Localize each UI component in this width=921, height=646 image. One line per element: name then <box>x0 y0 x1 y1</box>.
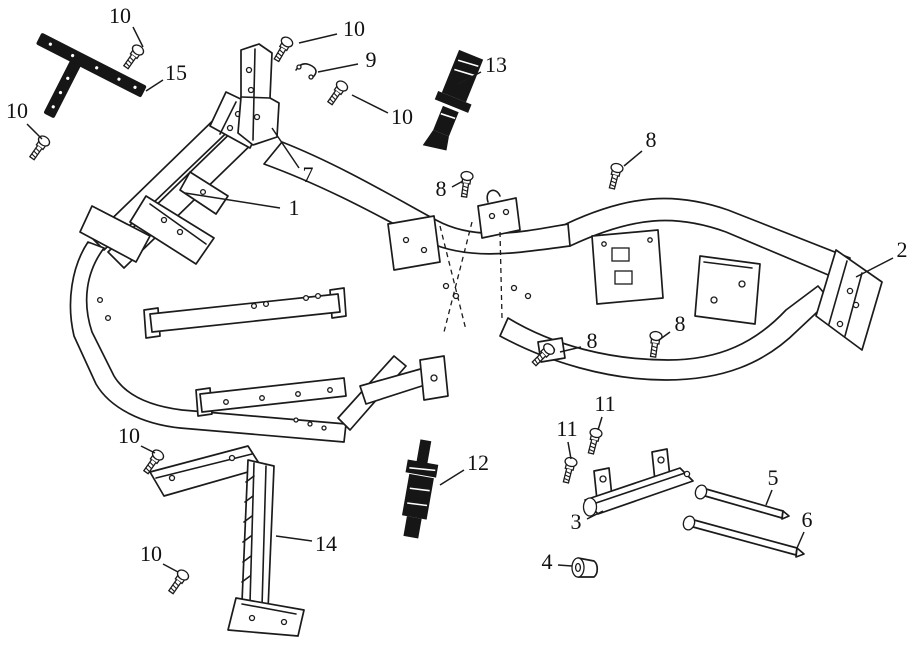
leader-line <box>623 150 643 167</box>
bracket-3 <box>582 448 694 517</box>
leader-line <box>586 510 604 520</box>
part-label-12-16: 12 <box>467 450 489 475</box>
crossmember-upper <box>143 287 347 339</box>
leader-line <box>796 531 805 549</box>
main-frame <box>69 91 883 443</box>
bolt-10-icon <box>120 42 147 72</box>
leader-line <box>145 79 164 92</box>
leader-line <box>132 26 144 48</box>
leader-line <box>567 441 572 460</box>
part-label-8-13: 8 <box>675 311 686 336</box>
part-label-10-23: 10 <box>140 541 162 566</box>
leader-line <box>597 416 603 431</box>
bolt-8-icon <box>646 330 664 359</box>
seat-bracket <box>477 189 521 239</box>
leader-line <box>658 331 671 341</box>
part-label-13-6: 13 <box>485 52 507 77</box>
bracket-15 <box>36 33 147 118</box>
bolt-5 <box>694 484 790 520</box>
part-label-4-19: 4 <box>542 549 553 574</box>
rear-lower-rail <box>499 285 831 381</box>
bolt-8-icon <box>457 170 475 199</box>
cradle-tube <box>69 241 347 443</box>
part-label-8-9: 8 <box>646 127 657 152</box>
bolt-10-icon <box>324 78 351 108</box>
part-label-9-3: 9 <box>366 47 377 72</box>
rear-end-plate <box>815 249 883 351</box>
part-label-10-0: 10 <box>109 3 131 28</box>
footpeg-arm <box>359 355 449 405</box>
part-label-10-17: 10 <box>118 423 140 448</box>
leader-line <box>559 346 582 353</box>
leader-line <box>298 33 338 44</box>
part-label-1-10: 1 <box>289 195 300 220</box>
bolt-8-icon <box>605 161 625 191</box>
bracket-14 <box>149 445 305 637</box>
leader-line <box>317 63 359 73</box>
part-label-3-18: 3 <box>571 509 582 534</box>
part-label-14-22: 14 <box>315 531 337 556</box>
leader-line <box>439 469 465 486</box>
leader-line <box>162 563 179 573</box>
leader-line <box>765 489 773 506</box>
damper-13 <box>422 49 484 151</box>
part-label-2-11: 2 <box>897 237 908 262</box>
leader-line <box>457 71 482 85</box>
bolt-6 <box>682 515 805 558</box>
bolt-10-icon <box>26 133 53 163</box>
part-label-11-15: 11 <box>556 416 577 441</box>
bolt-10-icon <box>165 567 192 597</box>
bolt-10-icon <box>270 34 296 64</box>
center-cluster <box>387 215 566 363</box>
leader-line <box>557 564 573 567</box>
bracket-7 <box>237 43 280 146</box>
leader-line <box>140 445 156 454</box>
part-label-11-14: 11 <box>594 391 615 416</box>
spine-tube <box>263 141 571 255</box>
part-label-8-12: 8 <box>587 328 598 353</box>
part-label-6-21: 6 <box>802 507 813 532</box>
center-mount-bracket <box>591 229 664 305</box>
leader-line <box>351 94 389 114</box>
part-label-5-20: 5 <box>768 465 779 490</box>
down-tube-gussets <box>79 171 229 265</box>
leader-line <box>451 180 464 188</box>
damper-12 <box>401 439 439 539</box>
part-label-10-2: 10 <box>343 16 365 41</box>
leader-line <box>855 257 894 278</box>
part-label-10-4: 10 <box>391 104 413 129</box>
crossmember-lower <box>195 377 347 417</box>
part-label-10-5: 10 <box>6 98 28 123</box>
part-label-8-8: 8 <box>436 176 447 201</box>
leader-line <box>184 192 281 209</box>
part-label-7-7: 7 <box>303 162 314 187</box>
bolt-11-icon <box>584 426 604 456</box>
leader-line <box>275 535 313 542</box>
rear-tray-plate <box>694 255 761 325</box>
bolt-11-icon <box>559 455 579 485</box>
bushing-4 <box>571 557 599 578</box>
part-label-15-1: 15 <box>165 60 187 85</box>
leader-line <box>26 123 43 140</box>
clip-9 <box>295 62 317 80</box>
leader-line <box>271 127 300 169</box>
